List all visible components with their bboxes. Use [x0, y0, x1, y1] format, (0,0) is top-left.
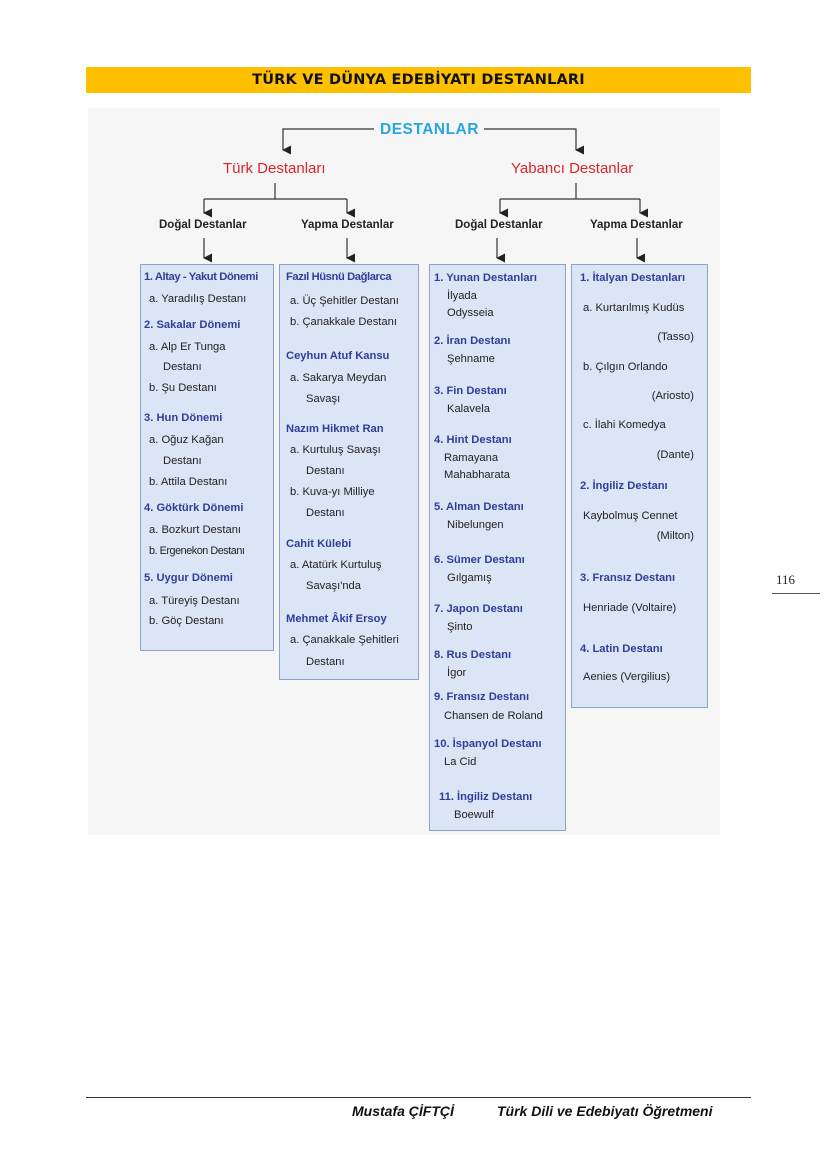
list-item-heading: Cahit Külebi — [286, 538, 352, 550]
list-item-heading: Mehmet Âkif Ersoy — [286, 613, 387, 625]
list-item: Destanı — [306, 465, 345, 477]
list-item: a. Kurtarılmış Kudüs — [583, 302, 685, 314]
list-item-heading: 4. Hint Destanı — [434, 434, 512, 446]
list-item: (Tasso) — [657, 331, 694, 343]
turk-destanlari-label: Türk Destanları — [223, 160, 326, 177]
list-item-heading: 1. Altay - Yakut Dönemi — [144, 271, 258, 283]
list-item: a. Sakarya Meydan — [290, 372, 387, 384]
list-item-heading: 6. Sümer Destanı — [434, 554, 525, 566]
list-item: Savaşı'nda — [306, 580, 362, 592]
list-item: b. Çılgın Orlando — [583, 361, 668, 373]
list-item: a. Üç Şehitler Destanı — [290, 295, 399, 307]
list-item-heading: 5. Alman Destanı — [434, 501, 524, 513]
list-item: a. Yaradılış Destanı — [149, 293, 247, 305]
list-item-heading: Nazım Hikmet Ran — [286, 423, 384, 435]
list-item: İgor — [447, 667, 467, 679]
list-item-heading: 8. Rus Destanı — [434, 649, 512, 661]
list-item-heading: 3. Fransız Destanı — [580, 572, 676, 584]
list-item-heading: 2. İran Destanı — [434, 335, 511, 347]
connector-root-left — [282, 128, 374, 155]
turk-dogal-label: Doğal Destanlar — [159, 219, 247, 231]
list-item-heading: 4. Latin Destanı — [580, 643, 663, 655]
list-item: Savaşı — [306, 393, 341, 405]
list-item: Odysseia — [447, 307, 494, 319]
list-item: c. İlahi Komedya — [583, 419, 666, 431]
list-item: La Cid — [444, 756, 477, 768]
turk-yapma-box: Fazıl Hüsnü Dağlarca a. Üç Şehitler Dest… — [279, 264, 419, 680]
yabanci-dogal-box: 1. Yunan Destanları İlyada Odysseia 2. İ… — [429, 264, 566, 831]
list-item: Mahabharata — [444, 469, 510, 481]
list-item: Şinto — [447, 621, 473, 633]
list-item: a. Bozkurt Destanı — [149, 524, 242, 536]
list-item: (Ariosto) — [651, 390, 694, 402]
list-item: Destanı — [306, 507, 345, 519]
list-item: Aenies (Vergilius) — [583, 671, 671, 683]
list-item: b. Kuva-yı Milliye — [290, 486, 375, 498]
list-item-heading: 5. Uygur Dönemi — [144, 572, 233, 584]
list-item: a. Alp Er Tunga — [149, 341, 226, 353]
list-item: Gılgamış — [447, 572, 492, 584]
list-item: b. Attila Destanı — [149, 476, 228, 488]
list-item: Şehname — [447, 353, 495, 365]
list-item: b. Şu Destanı — [149, 382, 217, 394]
list-item: Henriade (Voltaire) — [583, 602, 677, 614]
list-item-heading: 1. Yunan Destanları — [434, 272, 538, 284]
list-item-heading: 4. Göktürk Dönemi — [144, 502, 244, 514]
footer-divider — [86, 1097, 751, 1098]
list-item: Boewulf — [454, 809, 494, 821]
diagram-root-label: DESTANLAR — [380, 121, 479, 138]
list-item-heading: 1. İtalyan Destanları — [580, 272, 686, 284]
list-item-heading: Fazıl Hüsnü Dağlarca — [286, 271, 392, 283]
list-item: a. Türeyiş Destanı — [149, 595, 240, 607]
list-item: a. Çanakkale Şehitleri — [290, 634, 399, 646]
yabanci-yapma-label: Yapma Destanlar — [590, 219, 683, 231]
page-title-banner: TÜRK VE DÜNYA EDEBİYATI DESTANLARI — [86, 67, 751, 93]
page-number: 116 — [776, 572, 796, 587]
list-item-heading: 11. İngiliz Destanı — [439, 791, 533, 803]
yabanci-yapma-box: 1. İtalyan Destanları a. Kurtarılmış Kud… — [571, 264, 708, 708]
yabanci-destanlar-label: Yabancı Destanlar — [511, 160, 634, 177]
list-item: (Dante) — [656, 449, 694, 461]
list-item-heading: 10. İspanyol Destanı — [434, 738, 542, 750]
list-item: Kaybolmuş Cennet — [583, 510, 678, 522]
list-item: a. Atatürk Kurtuluş — [290, 559, 382, 571]
list-item-heading: 7. Japon Destanı — [434, 603, 523, 615]
list-item: Destanı — [163, 361, 202, 373]
footer-author: Mustafa ÇİFTÇİ — [352, 1103, 454, 1119]
list-item: a. Oğuz Kağan — [149, 434, 224, 446]
list-item: (Milton) — [656, 530, 694, 542]
list-item-heading: 2. Sakalar Dönemi — [144, 319, 241, 331]
list-item-heading: Ceyhun Atuf Kansu — [286, 350, 390, 362]
list-item: b. Ergenekon Destanı — [149, 545, 245, 557]
page-number-underline — [772, 593, 820, 594]
list-item: Destanı — [306, 656, 345, 668]
list-item: a. Kurtuluş Savaşı — [290, 444, 381, 456]
turk-yapma-label: Yapma Destanlar — [301, 219, 394, 231]
list-item-heading: 9. Fransız Destanı — [434, 691, 530, 703]
list-item: İlyada — [447, 290, 477, 302]
list-item-heading: 2. İngiliz Destanı — [580, 480, 668, 492]
list-item: Kalavela — [447, 403, 490, 415]
list-item-heading: 3. Fin Destanı — [434, 385, 507, 397]
connector-root-right — [484, 128, 585, 155]
list-item-heading: 3. Hun Dönemi — [144, 412, 223, 424]
list-item: Ramayana — [444, 452, 499, 464]
footer-title: Türk Dili ve Edebiyatı Öğretmeni — [497, 1103, 713, 1119]
list-item: Chansen de Roland — [444, 710, 543, 722]
list-item: Destanı — [163, 455, 202, 467]
list-item: b. Çanakkale Destanı — [290, 316, 397, 328]
list-item: b. Göç Destanı — [149, 615, 224, 627]
turk-dogal-box: 1. Altay - Yakut Dönemi a. Yaradılış Des… — [140, 264, 274, 651]
list-item: Nibelungen — [447, 519, 504, 531]
yabanci-dogal-label: Doğal Destanlar — [455, 219, 543, 231]
